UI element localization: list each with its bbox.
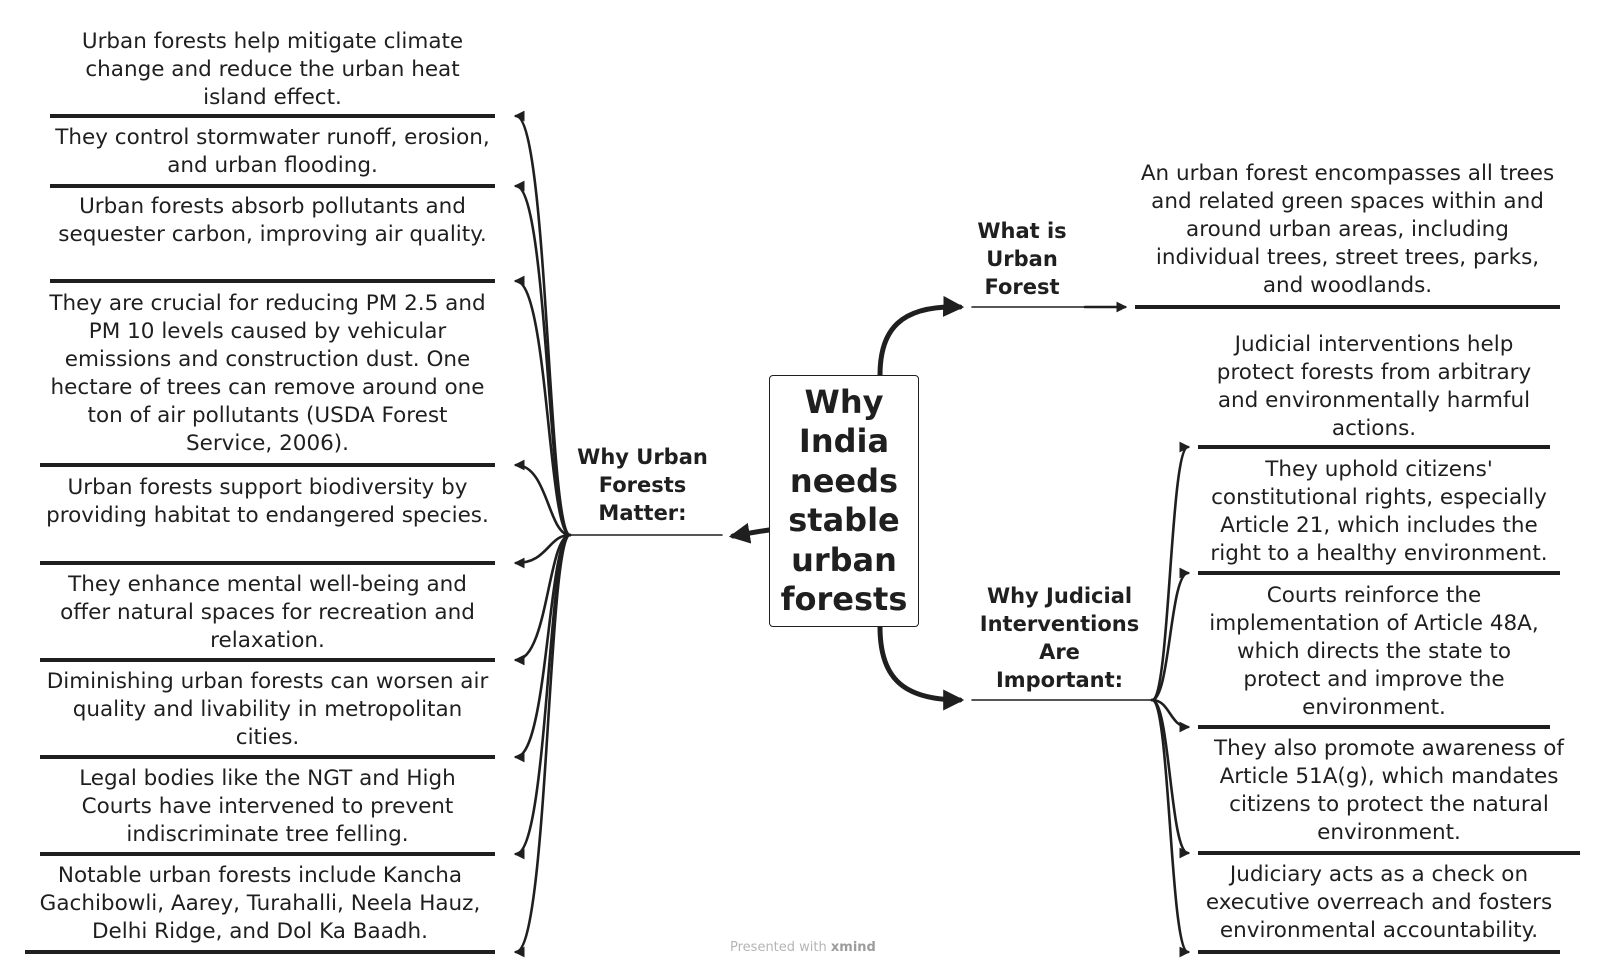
root-topic[interactable]: Why India needs stable urban forests: [769, 375, 919, 627]
link-left-item-3: [513, 275, 572, 537]
link-left-item-4: [513, 459, 572, 537]
right-bottom-item-3[interactable]: Courts reinforce the implementation of A…: [1198, 582, 1550, 729]
link-root-left: [728, 522, 772, 544]
watermark-brand: xmind: [830, 940, 876, 955]
presented-with-watermark: Presented with xmind: [730, 940, 876, 955]
right-bottom-item-5[interactable]: Judiciary acts as a check on executive o…: [1198, 861, 1560, 954]
root-topic-label: Why India needs stable urban forests: [780, 382, 908, 619]
link-right-bottom-item-2: [1150, 567, 1191, 702]
left-item-2[interactable]: They control stormwater runoff, erosion,…: [50, 124, 495, 188]
link-left-item-6: [513, 533, 572, 666]
left-item-6[interactable]: They enhance mental well-being and offer…: [40, 571, 495, 662]
link-left-item-9: [513, 533, 572, 958]
left-item-1[interactable]: Urban forests help mitigate climate chan…: [50, 28, 495, 118]
branch-why-urban-forests-matter[interactable]: Why Urban Forests Matter:: [577, 445, 708, 525]
branch-why-judicial-interventions[interactable]: Why Judicial Interventions Are Important…: [979, 584, 1140, 692]
right-top-item-1[interactable]: An urban forest encompasses all trees an…: [1135, 160, 1560, 309]
left-item-5[interactable]: Urban forests support biodiversity by pr…: [40, 474, 495, 565]
left-item-4[interactable]: They are crucial for reducing PM 2.5 and…: [40, 290, 495, 467]
link-left-item-5: [513, 533, 572, 569]
watermark-prefix: Presented with: [730, 940, 827, 955]
right-bottom-item-4[interactable]: They also promote awareness of Article 5…: [1198, 735, 1580, 855]
left-item-8[interactable]: Legal bodies like the NGT and High Court…: [40, 765, 495, 856]
link-right-bottom-item-1: [1150, 441, 1191, 702]
branch-what-is-urban-forest[interactable]: What is Urban Forest: [977, 219, 1067, 299]
right-bottom-item-1[interactable]: Judicial interventions help protect fore…: [1198, 331, 1550, 449]
link-left-item-2: [513, 180, 572, 537]
left-item-3[interactable]: Urban forests absorb pollutants and sequ…: [50, 193, 495, 283]
left-item-7[interactable]: Diminishing urban forests can worsen air…: [40, 668, 495, 759]
left-item-9[interactable]: Notable urban forests include Kancha Gac…: [25, 862, 495, 954]
link-root-right-top: [877, 295, 965, 378]
link-right-bottom-item-5: [1150, 698, 1191, 958]
link-root-right-bottom: [877, 624, 965, 711]
link-right-bottom-item-3: [1150, 698, 1191, 733]
right-bottom-item-2[interactable]: They uphold citizens' constitutional rig…: [1198, 456, 1560, 575]
